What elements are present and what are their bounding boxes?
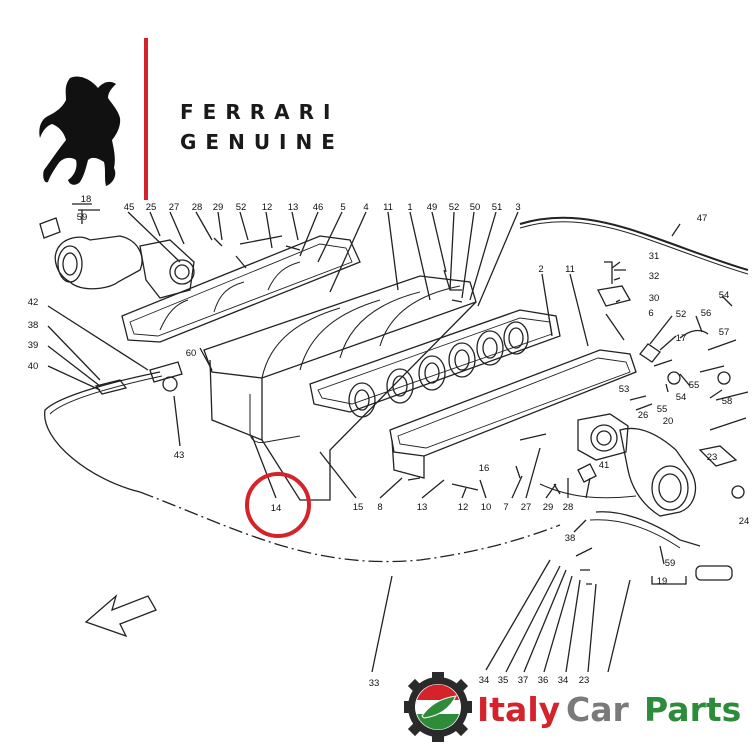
callout: 40 <box>28 361 39 372</box>
callout: 56 <box>701 308 712 319</box>
gear-leaf-icon <box>404 672 472 742</box>
callout: 29 <box>543 502 554 513</box>
callout: 26 <box>638 410 649 421</box>
callout: 42 <box>28 297 39 308</box>
callout: 19 <box>657 576 668 587</box>
callout: 49 <box>427 202 438 213</box>
brand-title: FERRARI <box>180 100 340 124</box>
callout: 23 <box>579 675 590 686</box>
callout: 27 <box>521 502 532 513</box>
callout: 18 <box>81 194 92 205</box>
callout: 6 <box>648 308 653 319</box>
callout: 52 <box>676 309 687 320</box>
callout: 53 <box>619 384 630 395</box>
callout: 2 <box>538 264 543 275</box>
callout: 15 <box>353 502 364 513</box>
callout: 28 <box>563 502 574 513</box>
callout: 47 <box>697 213 708 224</box>
diagram-linework <box>39 203 749 673</box>
callout: 36 <box>538 675 549 686</box>
callout: 54 <box>719 290 730 301</box>
callout: 16 <box>479 463 490 474</box>
callout: 38 <box>28 320 39 331</box>
callout: 7 <box>503 502 508 513</box>
callout: 59 <box>665 558 676 569</box>
callout: 34 <box>479 675 490 686</box>
callout: 17 <box>676 333 687 344</box>
highlight-circle <box>245 472 311 538</box>
callout: 12 <box>458 502 469 513</box>
callout: 39 <box>28 340 39 351</box>
callout: 38 <box>565 533 576 544</box>
callout: 4 <box>363 202 368 213</box>
callout-labels: 18 59 45 25 27 28 29 52 12 13 46 5 4 11 … <box>28 194 750 689</box>
callout: 37 <box>518 675 529 686</box>
callout: 43 <box>174 450 185 461</box>
callout: 41 <box>599 460 610 471</box>
callout: 23 <box>707 452 718 463</box>
callout: 34 <box>558 675 569 686</box>
footer-logo-word-italy: Italy <box>477 690 561 729</box>
callout: 1 <box>407 202 412 213</box>
callout: 3 <box>515 202 520 213</box>
callout: 58 <box>722 396 733 407</box>
callout: 50 <box>470 202 481 213</box>
callout: 13 <box>288 202 299 213</box>
callout: 11 <box>565 264 575 275</box>
callout: 54 <box>676 392 687 403</box>
brand-subtitle: GENUINE <box>180 130 344 154</box>
callout: 46 <box>313 202 324 213</box>
footer-logo-word-parts: Parts <box>644 690 742 729</box>
callout: 45 <box>124 202 135 213</box>
callout: 51 <box>492 202 503 213</box>
callout: 24 <box>739 516 750 527</box>
callout: 12 <box>262 202 273 213</box>
callout: 28 <box>192 202 203 213</box>
callout: 20 <box>663 416 674 427</box>
callout: 11 <box>383 202 393 213</box>
callout: 59 <box>77 212 88 223</box>
callout: 8 <box>377 502 382 513</box>
callout: 57 <box>719 327 730 338</box>
callout: 5 <box>340 202 345 213</box>
callout: 35 <box>498 675 509 686</box>
prancing-horse-logo <box>39 76 121 186</box>
direction-arrow-icon <box>84 594 157 638</box>
callout: 55 <box>689 380 700 391</box>
callout: 33 <box>369 678 380 689</box>
callout: 10 <box>481 502 492 513</box>
callout: 52 <box>236 202 247 213</box>
callout: 55 <box>657 404 668 415</box>
callout: 29 <box>213 202 224 213</box>
callout: 27 <box>169 202 180 213</box>
callout: 52 <box>449 202 460 213</box>
callout: 32 <box>649 271 660 282</box>
callout: 13 <box>417 502 428 513</box>
callout: 14 <box>271 503 282 514</box>
footer-logo-word-car: Car <box>566 690 629 729</box>
callout: 31 <box>649 251 660 262</box>
callout: 30 <box>649 293 660 304</box>
callout: 60 <box>186 348 197 359</box>
brand-divider <box>144 38 148 200</box>
callout: 25 <box>146 202 157 213</box>
